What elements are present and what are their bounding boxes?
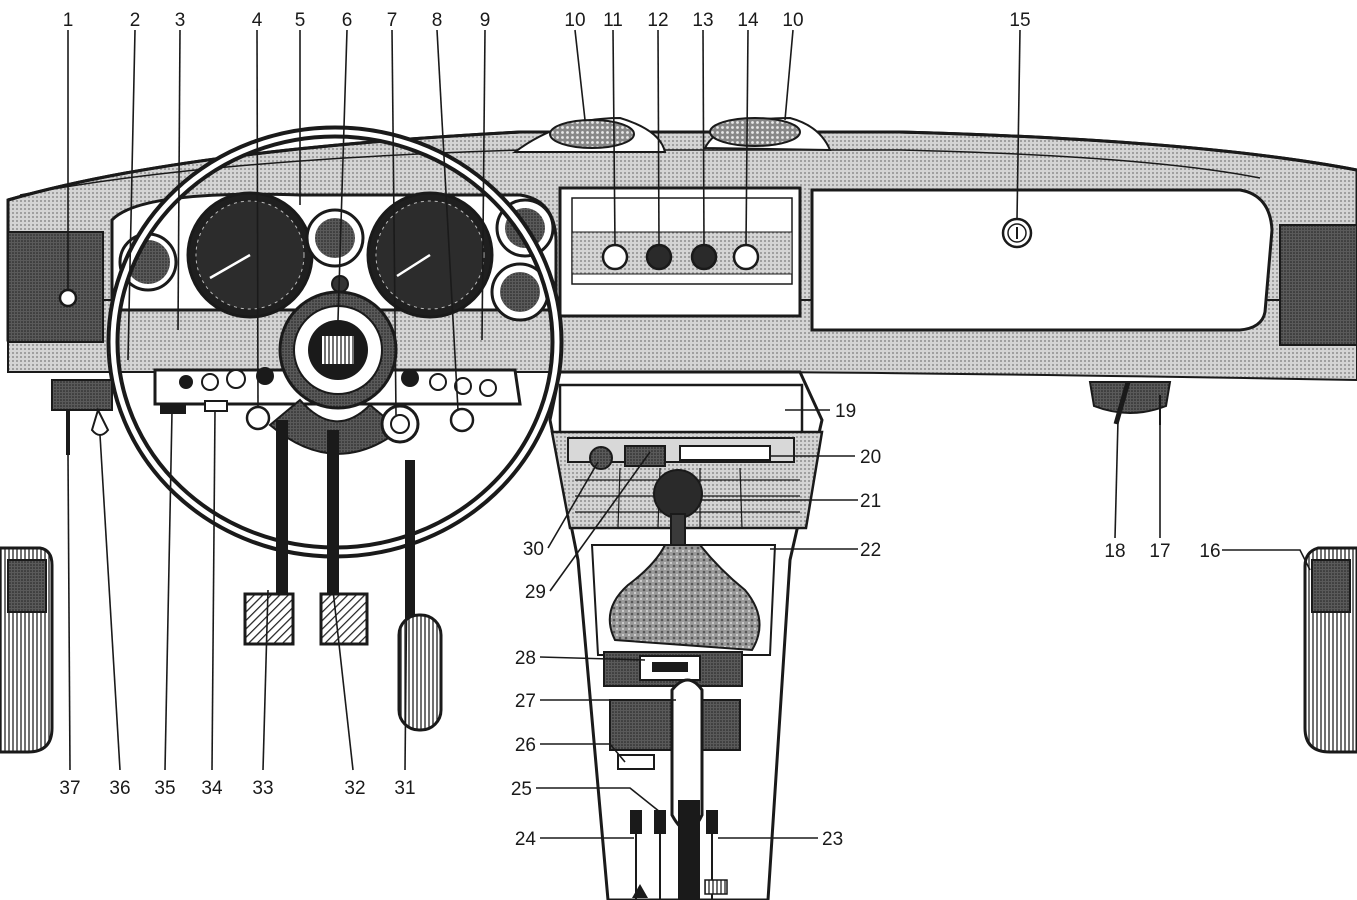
spoke-buttons-left bbox=[179, 367, 274, 391]
switch-12-icon bbox=[645, 243, 673, 271]
speaker-grilles bbox=[512, 116, 832, 153]
choke-knob-icon bbox=[245, 405, 271, 431]
callout-9: 9 bbox=[480, 10, 491, 31]
callout-32: 32 bbox=[344, 778, 365, 799]
callout-29: 29 bbox=[525, 582, 546, 603]
callout-34: 34 bbox=[201, 778, 223, 799]
switch-11-icon bbox=[601, 243, 629, 271]
callout-13: 13 bbox=[692, 10, 713, 31]
callout-19: 19 bbox=[835, 401, 856, 422]
callout-35: 35 bbox=[154, 778, 175, 799]
callout-3: 3 bbox=[175, 10, 186, 31]
callout-5: 5 bbox=[295, 10, 306, 31]
callout-2: 2 bbox=[130, 10, 141, 31]
callout-11: 11 bbox=[603, 10, 623, 31]
spoke-buttons-right bbox=[401, 369, 497, 397]
heater-knob bbox=[1088, 381, 1172, 425]
instrument-binnacle bbox=[110, 191, 558, 322]
brake-pedal bbox=[319, 592, 369, 646]
pedals bbox=[243, 420, 443, 732]
callout-23: 23 bbox=[822, 829, 843, 850]
accelerator-pedal bbox=[397, 613, 443, 732]
callout-26: 26 bbox=[515, 735, 536, 756]
callout-labels: 1 2 3 4 5 6 7 8 9 10 11 12 13 14 10 15 1… bbox=[59, 10, 1220, 850]
callout-31: 31 bbox=[394, 778, 415, 799]
callout-14: 14 bbox=[737, 10, 759, 31]
callout-10-left: 10 bbox=[564, 10, 585, 31]
right-knob-icon bbox=[449, 407, 475, 433]
centre-console bbox=[548, 370, 824, 900]
callout-33: 33 bbox=[252, 778, 273, 799]
switch-13-icon bbox=[690, 243, 718, 271]
callout-37: 37 bbox=[59, 778, 80, 799]
console-knob-icon bbox=[589, 446, 613, 470]
clutch-pedal bbox=[243, 592, 295, 646]
callout-4: 4 bbox=[252, 10, 263, 31]
left-panel-controls bbox=[51, 288, 113, 455]
callout-6: 6 bbox=[342, 10, 353, 31]
callout-8: 8 bbox=[432, 10, 443, 31]
right-door-pull bbox=[1303, 546, 1357, 754]
console-slider-controls bbox=[630, 810, 728, 900]
callout-10-right: 10 bbox=[782, 10, 803, 31]
callout-16: 16 bbox=[1199, 541, 1220, 562]
callout-25: 25 bbox=[511, 779, 532, 800]
switch-14-icon bbox=[732, 243, 760, 271]
centre-switch-panel bbox=[558, 186, 802, 318]
callout-18: 18 bbox=[1104, 541, 1125, 562]
callout-28: 28 bbox=[515, 648, 536, 669]
gear-knob bbox=[653, 469, 703, 519]
callout-12: 12 bbox=[647, 10, 668, 31]
callout-21: 21 bbox=[860, 491, 881, 512]
left-door-pull bbox=[0, 546, 54, 754]
callout-24: 24 bbox=[515, 829, 537, 850]
callout-27: 27 bbox=[515, 691, 536, 712]
callout-30: 30 bbox=[523, 539, 544, 560]
gear-lever-boot bbox=[608, 544, 761, 652]
left-speaker-grille bbox=[549, 119, 635, 149]
callout-20: 20 bbox=[860, 447, 881, 468]
right-speaker-grille bbox=[709, 117, 801, 147]
callout-15: 15 bbox=[1009, 10, 1030, 31]
callout-36: 36 bbox=[109, 778, 130, 799]
callout-22: 22 bbox=[860, 540, 881, 561]
callout-17: 17 bbox=[1149, 541, 1170, 562]
glovebox bbox=[810, 188, 1274, 332]
left-switch-icon bbox=[58, 288, 78, 308]
leader-lines bbox=[67, 29, 1311, 839]
callout-7: 7 bbox=[387, 10, 398, 31]
callout-1: 1 bbox=[63, 10, 74, 31]
